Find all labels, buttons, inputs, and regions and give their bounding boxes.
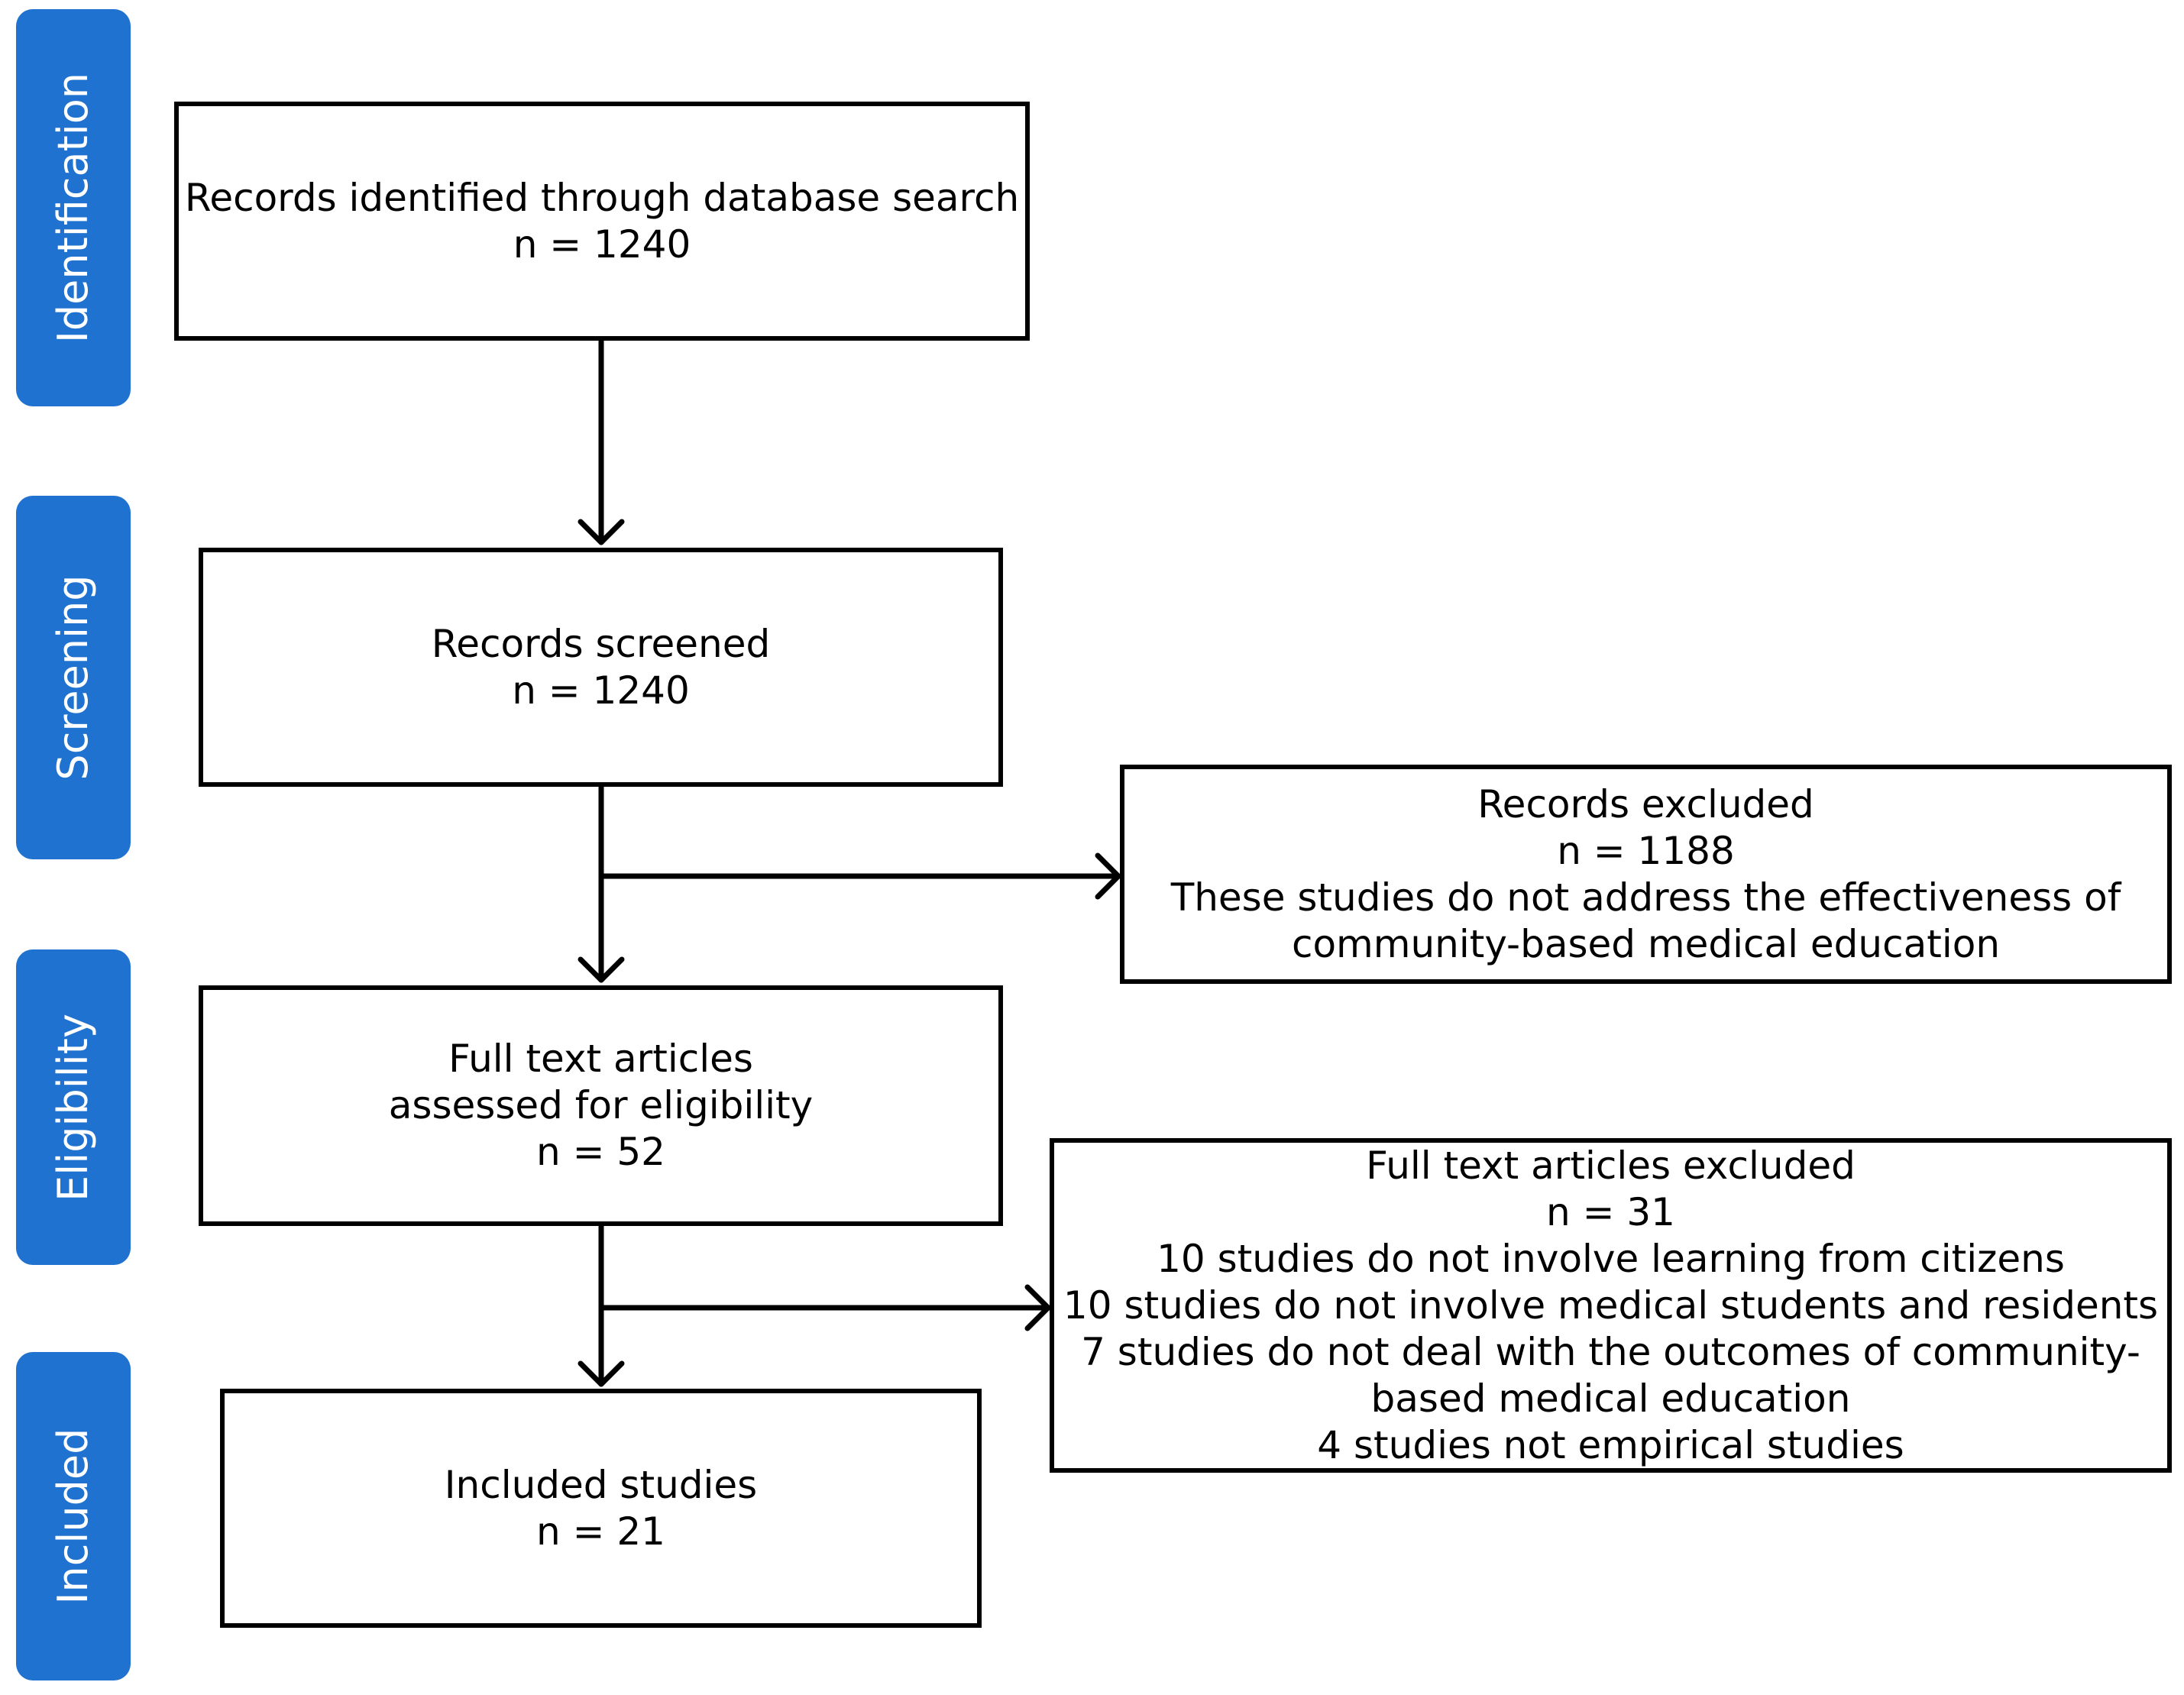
records-screened-count: n = 1240 bbox=[512, 668, 690, 713]
fulltext-excluded-reason: 10 studies do not involve medical studen… bbox=[1063, 1283, 2159, 1328]
phase-included: Included bbox=[16, 1352, 131, 1680]
phase-screening: Screening bbox=[16, 496, 131, 859]
records-excluded-reason-2: community-based medical education bbox=[1291, 921, 2001, 966]
fulltext-assessed-label-1: Full text articles bbox=[448, 1037, 753, 1081]
fulltext-excluded-label: Full text articles excluded bbox=[1366, 1143, 1856, 1188]
box-records-excluded: Records excluded n = 1188 These studies … bbox=[1120, 765, 2172, 984]
records-identified-count: n = 1240 bbox=[513, 222, 691, 267]
records-excluded-reason-1: These studies do not address the effecti… bbox=[1170, 875, 2121, 920]
fulltext-assessed-label-2: assessed for eligibility bbox=[388, 1083, 814, 1127]
fulltext-excluded-reason: 4 studies not empirical studies bbox=[1317, 1422, 1904, 1467]
fulltext-excluded-count: n = 31 bbox=[1546, 1189, 1675, 1234]
box-fulltext-assessed: Full text articles assessed for eligibil… bbox=[199, 985, 1003, 1226]
records-identified-label: Records identified through database sear… bbox=[184, 175, 1020, 220]
included-studies-count: n = 21 bbox=[536, 1509, 665, 1554]
records-screened-label: Records screened bbox=[431, 621, 771, 666]
fulltext-excluded-reason: 7 studies do not deal with the outcomes … bbox=[1081, 1329, 2140, 1374]
box-records-screened: Records screened n = 1240 bbox=[199, 548, 1003, 787]
phase-identification: Identification bbox=[16, 9, 131, 406]
fulltext-excluded-reason: 10 studies do not involve learning from … bbox=[1157, 1236, 2065, 1281]
box-records-identified: Records identified through database sear… bbox=[174, 102, 1030, 341]
box-included-studies: Included studies n = 21 bbox=[220, 1389, 982, 1628]
records-excluded-label: Records excluded bbox=[1477, 781, 1814, 826]
included-studies-label: Included studies bbox=[444, 1462, 758, 1507]
box-fulltext-excluded: Full text articles excluded n = 31 10 st… bbox=[1050, 1138, 2172, 1473]
phase-eligibility: Eligibility bbox=[16, 949, 131, 1265]
fulltext-excluded-reason: based medical education bbox=[1370, 1376, 1851, 1421]
fulltext-assessed-count: n = 52 bbox=[536, 1130, 665, 1174]
records-excluded-count: n = 1188 bbox=[1557, 828, 1735, 873]
